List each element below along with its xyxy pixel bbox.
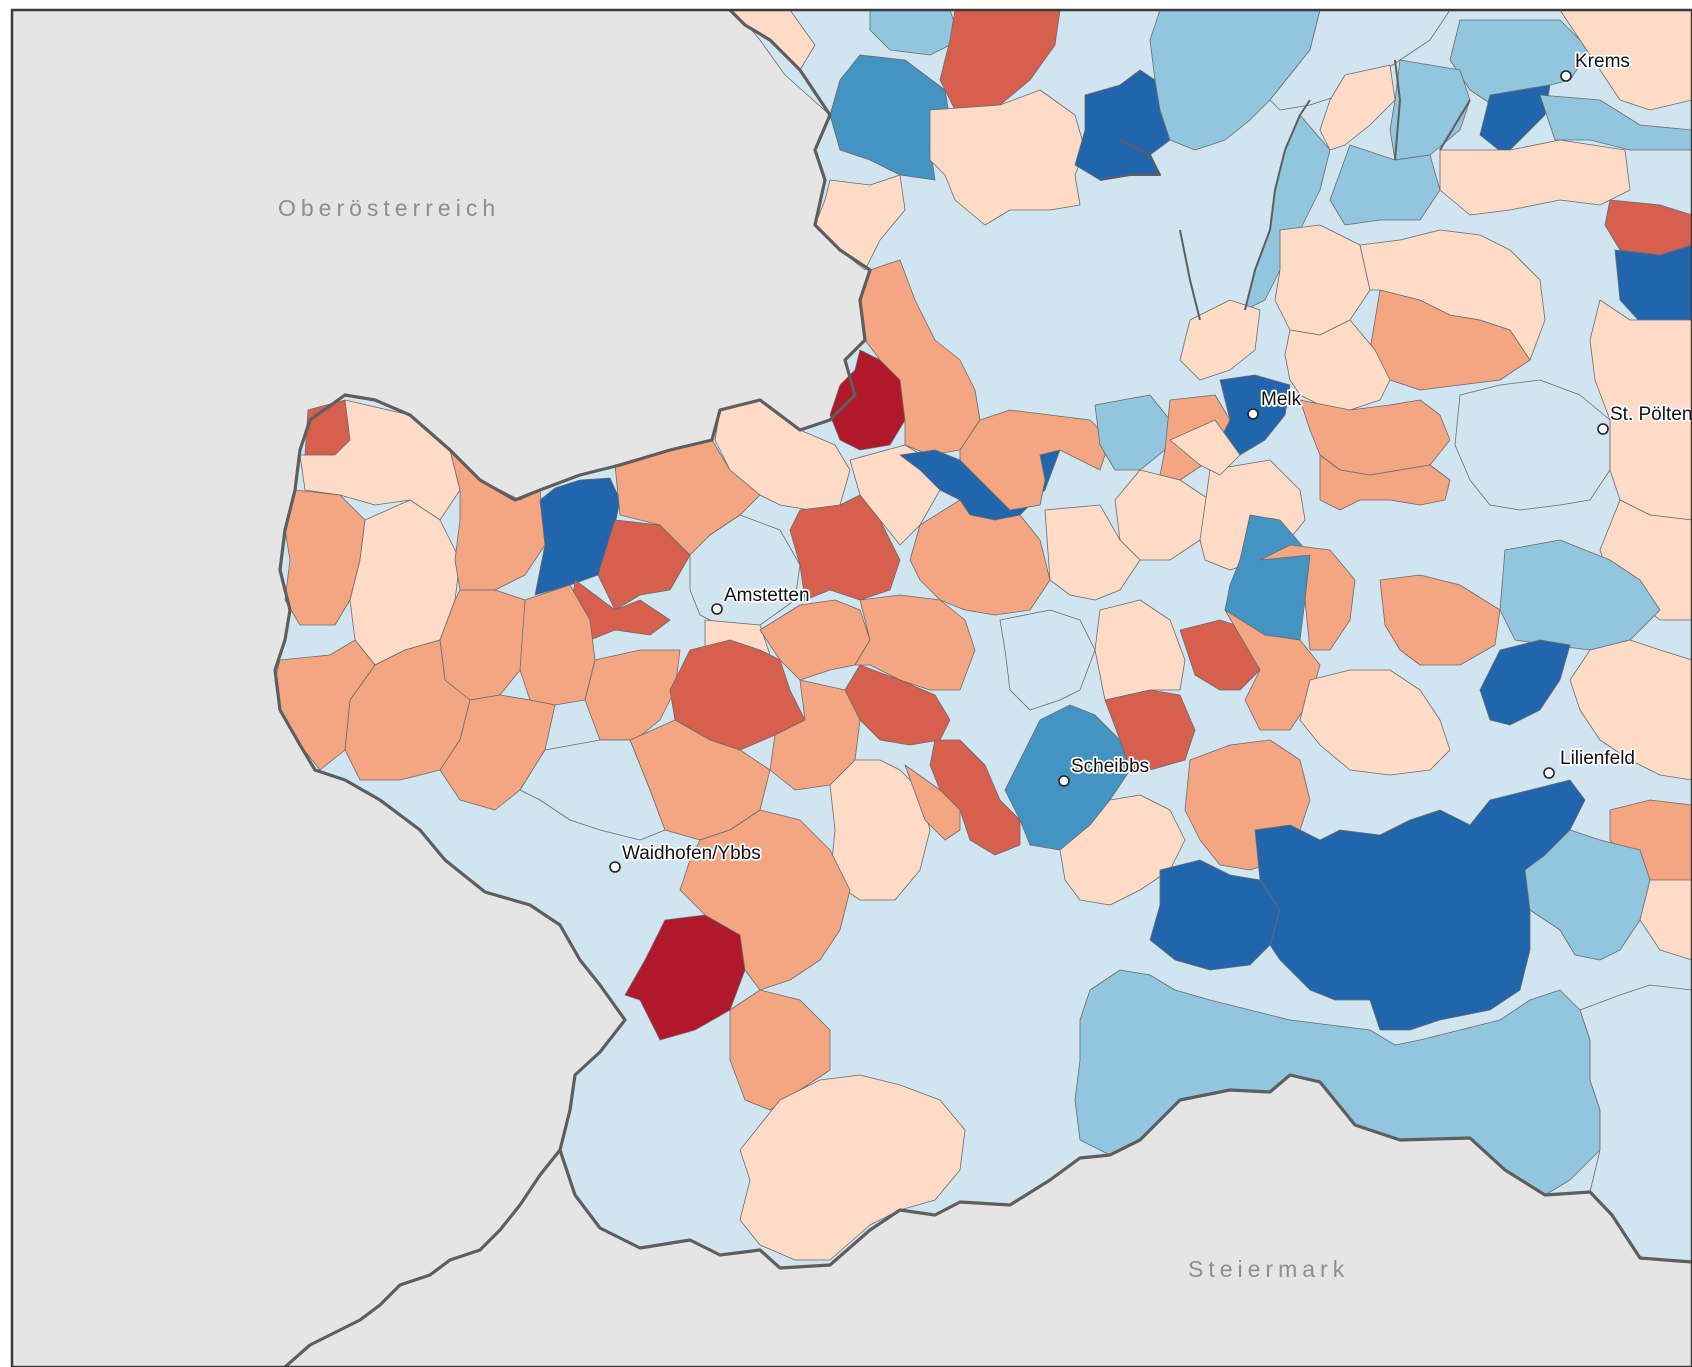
city-marker-icon (1058, 775, 1070, 787)
state-border-steiermark (283, 1149, 562, 1367)
municipality (1559, 10, 1692, 111)
city-marker-icon (711, 603, 723, 615)
municipality (769, 679, 861, 791)
municipality (1614, 244, 1692, 323)
municipality (1454, 379, 1611, 511)
district-border (1099, 59, 1471, 321)
city-label: Lilienfeld (1560, 748, 1635, 769)
municipality (1269, 10, 1451, 111)
municipality (1479, 639, 1571, 726)
municipality (904, 764, 961, 841)
municipality (1104, 689, 1196, 771)
municipality (729, 989, 831, 1111)
municipality (959, 409, 1111, 511)
municipality (869, 10, 961, 56)
municipality (679, 809, 851, 991)
city-melk: Melk (1247, 387, 1303, 420)
municipality (1284, 319, 1391, 411)
region-label-oberoesterreich: Oberösterreich (278, 195, 500, 221)
municipality (1114, 469, 1211, 561)
city-label: Amstetten (724, 585, 810, 606)
municipality (1319, 454, 1451, 511)
municipality (449, 449, 546, 591)
municipality (929, 739, 1021, 856)
city-marker-icon (1543, 767, 1555, 779)
city-label: Waidhofen/Ybbs (622, 843, 761, 864)
municipality (1259, 544, 1356, 651)
city-amstetten: Amstetten (711, 583, 811, 615)
municipality (284, 489, 366, 626)
city-marker-icon (609, 861, 621, 873)
municipality (1359, 229, 1546, 361)
city-label: St. Pölten (1610, 404, 1692, 425)
municipality (1319, 64, 1396, 151)
city-marker-icon (1247, 408, 1259, 420)
municipality (1094, 599, 1186, 701)
municipality (1379, 574, 1501, 666)
municipality (854, 594, 976, 691)
city-marker-icon (1597, 423, 1609, 435)
municipality (689, 514, 801, 631)
municipality (1094, 394, 1171, 471)
municipality (1224, 609, 1321, 731)
municipality (1149, 859, 1281, 971)
municipality (584, 649, 681, 741)
city-label: Krems (1575, 51, 1630, 72)
municipality (1169, 419, 1241, 476)
city-label: Melk (1261, 389, 1302, 410)
municipality (1329, 144, 1441, 226)
municipality (1059, 794, 1186, 906)
municipality (789, 494, 901, 601)
municipality (1044, 504, 1141, 601)
municipality (1439, 139, 1631, 216)
city-st-poelten: St. Pölten (1597, 402, 1692, 435)
municipality (909, 499, 1051, 616)
municipality (859, 259, 981, 456)
city-scheibbs: Scheibbs (1058, 754, 1151, 787)
municipality (829, 759, 931, 901)
city-marker-icon (1560, 70, 1572, 82)
municipalities-layer (274, 10, 1692, 1269)
municipality (999, 609, 1096, 711)
region-label-steiermark: Steiermark (1188, 1256, 1349, 1282)
municipality (1479, 84, 1551, 156)
municipality (829, 54, 951, 181)
municipality (1569, 639, 1692, 781)
municipality (1524, 829, 1651, 961)
city-lilienfeld: Lilienfeld (1543, 746, 1637, 779)
municipality (519, 739, 666, 841)
city-label: Scheibbs (1071, 756, 1149, 777)
municipality (1539, 94, 1692, 151)
state-border-niederoesterreich (273, 10, 1692, 1270)
municipality (929, 89, 1086, 226)
map-frame-border (10, 8, 1692, 1367)
city-krems: Krems (1560, 49, 1632, 82)
city-waidhofen: Waidhofen/Ybbs (609, 841, 762, 873)
municipality (1299, 669, 1451, 776)
